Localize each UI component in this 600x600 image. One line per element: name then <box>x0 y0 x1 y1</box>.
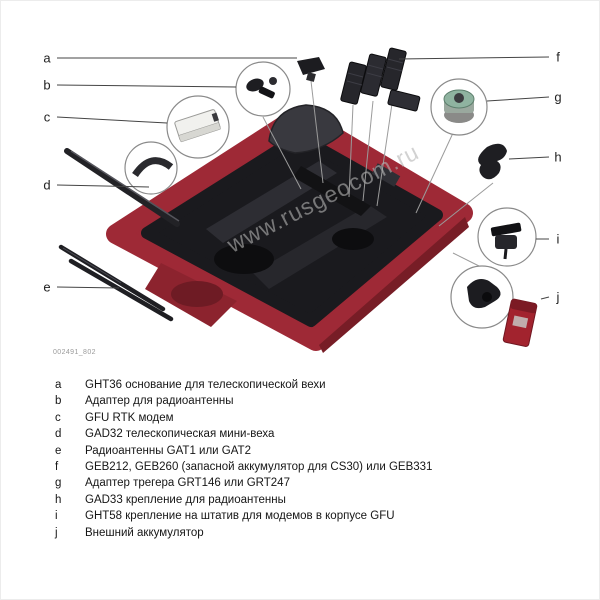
callout-letter-c: c <box>43 109 51 125</box>
callout-letter-i: i <box>556 231 560 247</box>
legend-text: GHT58 крепление на штатив для модемов в … <box>85 510 395 523</box>
legend-text: Внешний аккумулятор <box>85 526 204 539</box>
legend-text: GFU RTK модем <box>85 411 174 424</box>
legend-key: d <box>55 428 62 441</box>
legend-key: h <box>55 493 62 506</box>
legend-item-a: a GHT36 основание для телескопической ве… <box>55 377 583 393</box>
legend-item-h: h GAD33 крепление для радиоантенны <box>55 492 583 508</box>
legend: a GHT36 основание для телескопической ве… <box>55 377 583 541</box>
callout-letter-h: h <box>554 149 562 165</box>
legend-key: e <box>55 444 62 457</box>
tribrach-adapter-item <box>443 89 475 123</box>
callout-letter-g: g <box>554 89 562 105</box>
legend-key: f <box>55 461 59 474</box>
callout-letter-a: a <box>43 50 51 66</box>
figure-code: 002491_802 <box>53 349 96 356</box>
legend-text: GAD33 крепление для радиоантенны <box>85 493 286 506</box>
foam-lid-piece <box>268 104 344 154</box>
legend-text: GHT36 основание для телескопической вехи <box>85 379 326 391</box>
legend-item-i: i GHT58 крепление на штатив для модемов … <box>55 508 583 524</box>
antenna-adapter-item <box>246 77 277 99</box>
case-edge-shadow <box>319 217 469 353</box>
ght58-clamp-item <box>490 222 522 260</box>
legend-item-g: g Адаптер трегера GRT146 или GRT247 <box>55 475 583 491</box>
legend-item-c: c GFU RTK модем <box>55 410 583 426</box>
callout-leader-lines <box>56 56 550 300</box>
legend-key: c <box>55 411 61 424</box>
legend-item-e: e Радиоантенны GAT1 или GAT2 <box>55 443 583 459</box>
legend-item-d: d GAD32 телескопическая мини-веха <box>55 426 583 442</box>
item-pointer-lines <box>262 80 494 268</box>
legend-item-j: j Внешний аккумулятор <box>55 525 583 541</box>
legend-key: i <box>55 510 58 523</box>
callout-letter-d: d <box>43 177 51 193</box>
legend-key: a <box>55 379 62 391</box>
case-illustration <box>56 47 550 353</box>
equipment-case-figure: a b c d e f g h i j www.rusgeocom.ru 002… <box>1 1 599 369</box>
legend-key: g <box>55 477 62 490</box>
legend-item-b: b Адаптер для радиоантенны <box>55 393 583 409</box>
ght36-base-item <box>297 57 325 82</box>
legend-text: Адаптер для радиоантенны <box>85 395 234 408</box>
callout-letter-j: j <box>556 289 560 305</box>
legend-item-f: f GEB212, GEB260 (запасной аккумулятор д… <box>55 459 583 475</box>
legend-key: j <box>55 526 58 539</box>
gfu-modem-item <box>174 109 221 143</box>
radio-antenna-items <box>58 244 174 322</box>
legend-text: Радиоантенны GAT1 или GAT2 <box>85 444 251 457</box>
callout-letter-e: e <box>43 279 51 295</box>
legend-text: GEB212, GEB260 (запасной аккумулятор для… <box>85 461 433 474</box>
external-battery-item <box>467 279 538 347</box>
legend-key: b <box>55 395 62 408</box>
battery-items <box>340 47 421 112</box>
callout-letter-f: f <box>556 49 560 65</box>
gad33-bracket-item <box>478 143 507 180</box>
foam-compartments <box>145 161 401 327</box>
legend-text: Адаптер трегера GRT146 или GRT247 <box>85 477 290 490</box>
callout-letter-b: b <box>43 77 51 93</box>
legend-text: GAD32 телескопическая мини-веха <box>85 428 275 441</box>
